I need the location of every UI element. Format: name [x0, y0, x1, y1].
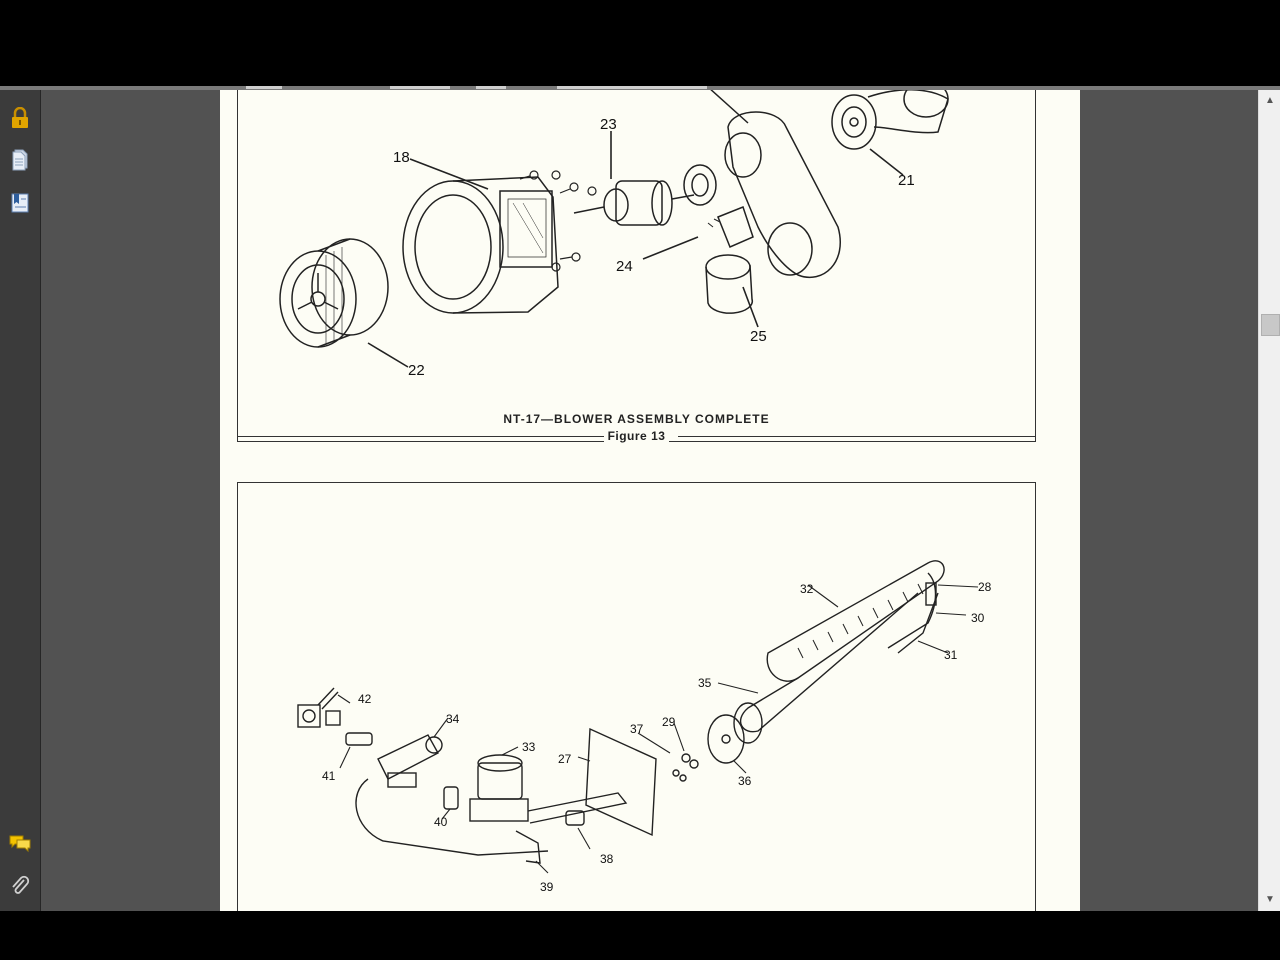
top-black-area	[0, 0, 1280, 90]
callout-33: 33	[522, 740, 536, 754]
left-navigation-rail	[0, 90, 41, 911]
toolbar-segment	[476, 86, 506, 89]
wheel-21	[831, 90, 949, 150]
fuel-lines	[887, 572, 939, 654]
callout-35: 35	[698, 676, 712, 690]
callout-37: 37	[630, 722, 644, 736]
regulator-34	[355, 734, 549, 856]
callout-31: 31	[944, 648, 958, 662]
callout-32: 32	[800, 582, 814, 596]
fittings-29-37	[672, 753, 699, 782]
leader-lines-2	[337, 584, 979, 874]
callout-27: 27	[558, 752, 572, 766]
switch-24	[707, 206, 754, 248]
blower-wheel-22	[279, 238, 389, 348]
callout-24: 24	[616, 258, 633, 275]
callout-41: 41	[322, 769, 336, 783]
callout-21: 21	[898, 172, 915, 189]
bookmarks-icon[interactable]	[8, 191, 32, 215]
pages-icon[interactable]	[8, 148, 32, 172]
comments-icon[interactable]	[8, 832, 32, 856]
callout-23: 23	[600, 116, 617, 133]
callout-18: 18	[393, 149, 410, 166]
nipple-40	[443, 786, 459, 810]
toolbar-segment	[246, 86, 282, 89]
callout-34: 34	[446, 712, 460, 726]
motor-23	[573, 180, 695, 226]
blower-assembly-illustration: 18 21 22 23 24 25	[279, 90, 949, 379]
callout-22: 22	[408, 362, 425, 379]
toolbar-segment	[557, 86, 707, 89]
burner-assembly-illustration: 27 28 29 30 31 32 33 34 35 36 37 38 39 4…	[297, 560, 992, 894]
callout-40: 40	[434, 815, 448, 829]
sleeve-25	[705, 254, 754, 314]
figure-blower-assembly: 18 21 22 23 24 25 NT-17—BLOWER ASSEMBLY …	[237, 90, 1036, 443]
figure-burner-assembly: 27 28 29 30 31 32 33 34 35 36 37 38 39 4…	[237, 482, 1036, 911]
bearing-ring	[683, 164, 717, 206]
vertical-scrollbar[interactable]: ▲ ▼	[1258, 90, 1280, 911]
callout-29: 29	[662, 715, 676, 729]
callout-30: 30	[971, 611, 985, 625]
nipple-41	[345, 732, 373, 746]
elbow-38-39	[515, 810, 585, 864]
figure-number: Figure 13	[238, 429, 1035, 443]
burner-tube-32	[739, 560, 945, 733]
valve-42	[297, 687, 341, 728]
document-page: 18 21 22 23 24 25 NT-17—BLOWER ASSEMBLY …	[220, 90, 1080, 911]
scroll-down-arrow[interactable]: ▼	[1265, 894, 1275, 905]
screws-group	[519, 170, 597, 272]
callout-28: 28	[978, 580, 992, 594]
scroll-up-arrow[interactable]: ▲	[1265, 95, 1275, 106]
toolbar-segment	[390, 86, 450, 89]
scroll-thumb[interactable]	[1261, 314, 1280, 336]
leader-lines	[367, 131, 904, 368]
lock-icon[interactable]	[8, 106, 32, 130]
callout-36: 36	[738, 774, 752, 788]
disc-36	[707, 702, 763, 764]
figure-title: NT-17—BLOWER ASSEMBLY COMPLETE	[503, 412, 770, 426]
caption-rule-right	[678, 436, 1035, 437]
bottom-black-area	[0, 911, 1280, 960]
callout-25: 25	[750, 328, 767, 345]
callout-42: 42	[358, 692, 372, 706]
caption-rule-left	[238, 436, 608, 437]
plate-27	[585, 727, 657, 837]
scroll-housing	[710, 90, 841, 278]
callout-38: 38	[600, 852, 614, 866]
attachment-icon[interactable]	[8, 874, 32, 898]
document-viewer[interactable]: 18 21 22 23 24 25 NT-17—BLOWER ASSEMBLY …	[41, 90, 1258, 911]
toolbar-strip	[0, 86, 1280, 90]
solenoid-valve-33	[469, 754, 628, 824]
callout-39: 39	[540, 880, 554, 894]
blower-housing-18	[402, 176, 559, 314]
